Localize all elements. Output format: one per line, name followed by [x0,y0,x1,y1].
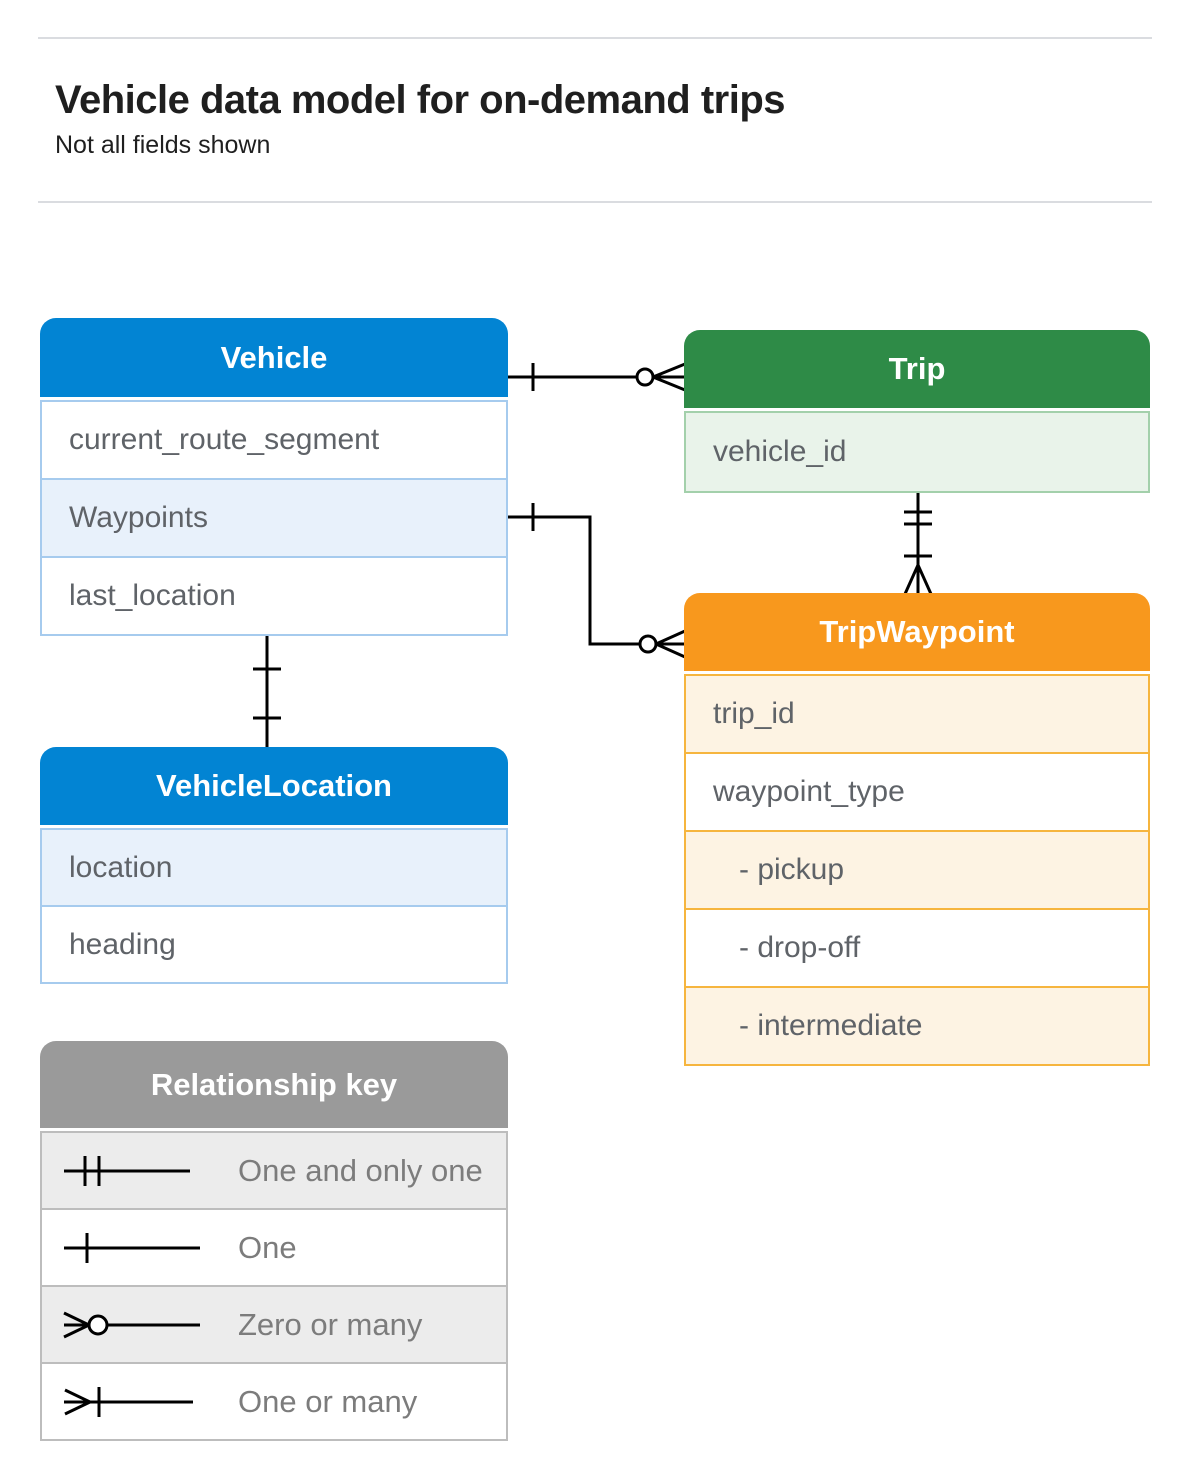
field-waypoint-type-intermediate: - intermediate [684,986,1150,1066]
legend-label: One [238,1229,297,1265]
one-and-only-one-icon [64,1155,190,1186]
legend-item-one: One [40,1208,508,1287]
relationship-key: Relationship key One and only one One [40,1041,508,1441]
field-current-route-segment: current_route_segment [40,400,508,480]
one-icon [64,1232,200,1263]
tripwaypoint-table: TripWaypoint trip_id waypoint_type - pic… [684,593,1150,1066]
legend-label: One or many [238,1383,418,1419]
connector-vehicle-vehiclelocation [253,635,281,747]
header-divider [38,201,1152,203]
vehiclelocation-table: VehicleLocation location heading [40,747,508,984]
top-divider [38,37,1152,39]
trip-table: Trip vehicle_id [684,330,1150,493]
legend-item-one-and-only-one: One and only one [40,1131,508,1210]
one-or-many-icon [64,1386,193,1417]
field-waypoint-type-drop-off: - drop-off [684,908,1150,988]
relationship-key-items: One and only one One Zero or many [40,1128,508,1441]
legend-label: One and only one [238,1152,483,1188]
vehicle-table-title: Vehicle [40,318,508,397]
field-vehicle-id: vehicle_id [684,411,1150,493]
tripwaypoint-table-title: TripWaypoint [684,593,1150,671]
relationship-key-title: Relationship key [40,1041,508,1128]
page-title: Vehicle data model for on-demand trips [55,78,786,122]
connector-trip-tripwaypoint [903,489,933,595]
trip-table-title: Trip [684,330,1150,408]
field-location: location [40,828,508,907]
field-last-location: last_location [40,556,508,636]
field-heading: heading [40,905,508,984]
legend-item-one-or-many: One or many [40,1362,508,1441]
page-subtitle: Not all fields shown [55,131,271,159]
field-trip-id: trip_id [684,674,1150,754]
field-waypoints: Waypoints [40,478,508,558]
field-waypoint-type: waypoint_type [684,752,1150,832]
legend-item-zero-or-many: Zero or many [40,1285,508,1364]
vehicle-table-fields: current_route_segment Waypoints last_loc… [40,397,508,636]
connector-vehicle-trip [508,362,686,392]
tripwaypoint-table-fields: trip_id waypoint_type - pickup - drop-of… [684,671,1150,1066]
legend-label: Zero or many [238,1306,423,1342]
vehicle-table: Vehicle current_route_segment Waypoints … [40,318,508,636]
zero-or-many-icon [63,1311,200,1338]
field-waypoint-type-pickup: - pickup [684,830,1150,910]
trip-table-fields: vehicle_id [684,408,1150,493]
connector-waypoints-tripwaypoint [508,503,686,659]
vehiclelocation-table-fields: location heading [40,825,508,984]
vehiclelocation-table-title: VehicleLocation [40,747,508,825]
